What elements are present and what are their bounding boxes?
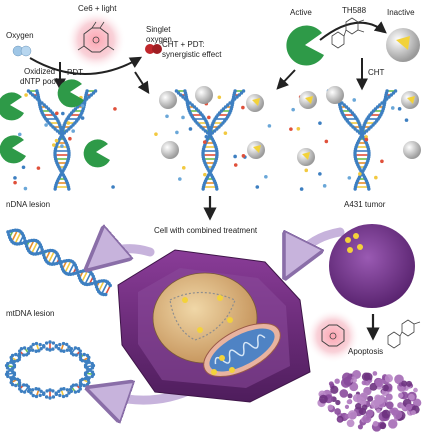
ce6-molecule-icon: [66, 10, 126, 70]
enzyme-cluster-mid: [159, 86, 265, 159]
label-cht-pdt: CHT + PDT:: [162, 40, 205, 49]
label-apoptosis: Apoptosis: [348, 347, 384, 356]
apoptosis-icon: [317, 370, 422, 432]
pdt-curved-arrow: [29, 56, 143, 75]
label-th588: TH588: [342, 6, 367, 15]
enzyme-cluster-right: [297, 86, 421, 166]
pdt-to-synergy-arrow: [134, 71, 150, 95]
singlet-oxygen-icon: [145, 44, 162, 54]
label-oxygen-2: oxygen: [146, 35, 172, 44]
label-oxygen: Oxygen: [6, 31, 34, 40]
label-singlet: Singlet: [146, 25, 171, 34]
mitochondrion-icon: [203, 323, 281, 377]
label-synergistic: synergistic effect: [162, 50, 222, 59]
label-a431: A431 tumor: [344, 200, 386, 209]
label-ndna-lesion: nDNA lesion: [6, 200, 51, 209]
dna-helix-icon: [326, 89, 398, 191]
tumor-icon: [329, 224, 415, 308]
enzyme-cluster-left: [0, 79, 110, 168]
ce6-molecule-icon-bottom: [306, 309, 360, 363]
oxygen-molecule-icon: [12, 45, 32, 57]
th588-structure-icon: [331, 17, 365, 49]
label-pdt: PDT: [67, 68, 83, 77]
cht-to-synergy-arrow: [276, 69, 296, 90]
th588-structure-icon-bottom: [387, 319, 421, 349]
label-cht: CHT: [368, 68, 385, 77]
label-active: Active: [290, 8, 312, 17]
label-inactive: Inactive: [387, 8, 415, 17]
label-mtdna-lesion: mtDNA lesion: [6, 309, 55, 318]
label-ce6-light: Ce6 + light: [78, 4, 117, 13]
label-dntp-pool: dNTP pool: [20, 77, 58, 86]
mtdna-ring-icon: [4, 340, 96, 400]
tumor-to-cell-arrow: [290, 227, 345, 268]
cell-icon: [117, 249, 311, 403]
inactive-enzyme-icon: [386, 28, 420, 62]
label-combined-treatment: Cell with combined treatment: [154, 226, 258, 235]
dna-helix-icon: [26, 89, 98, 191]
cell-to-ndna-arrow: [95, 249, 155, 262]
cht-curved-arrow: [319, 21, 387, 41]
label-oxidized: Oxidized: [24, 67, 56, 76]
dna-helix-icon: [174, 89, 246, 191]
pacman-enzyme-icon: [286, 25, 324, 66]
